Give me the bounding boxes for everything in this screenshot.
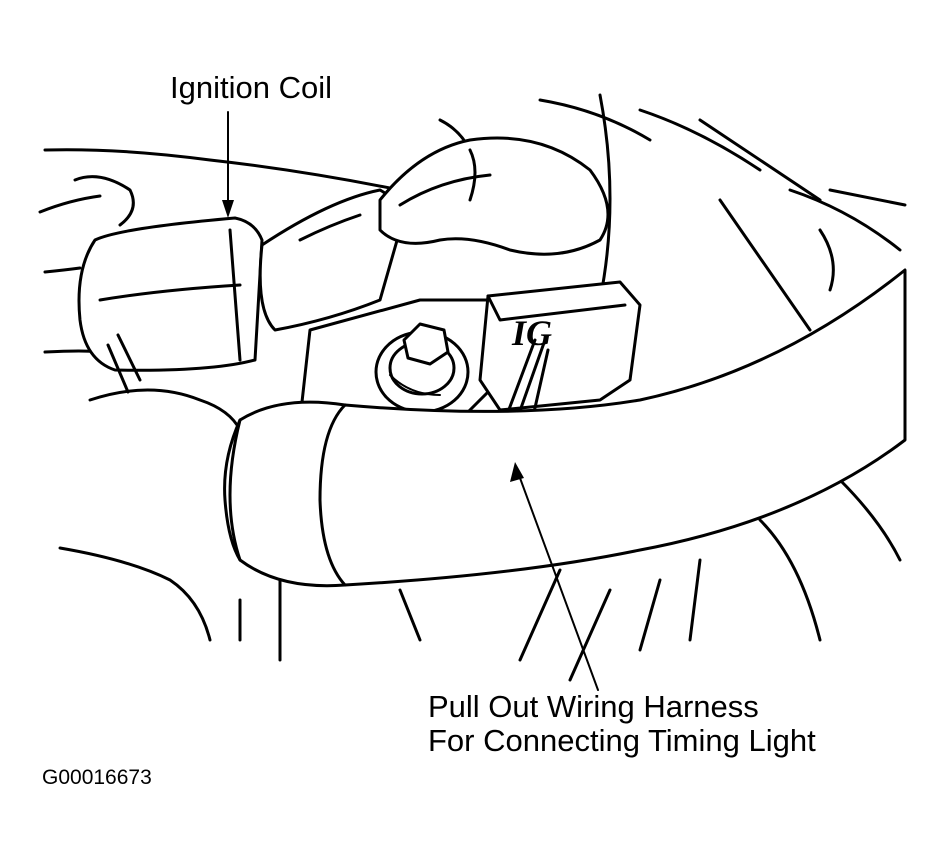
harness-arrowhead [510,462,524,482]
figure-id: G00016673 [42,766,152,789]
ignition-coil-label: Ignition Coil [170,70,332,105]
wiring-harness-label-line1: Pull Out Wiring Harness [428,689,759,724]
ignition-coil [73,175,402,394]
connector-boot [378,136,610,256]
bolt [374,322,470,414]
wiring-harness-label: Pull Out Wiring Harness For Connecting T… [428,690,816,758]
hose [223,268,907,588]
callout-lines [222,111,599,691]
ignition-coil-arrowhead [222,200,234,218]
wiring-harness-label-line2: For Connecting Timing Light [428,723,816,758]
background-engine-lines [38,93,907,682]
ig-connector: IG [478,280,642,412]
